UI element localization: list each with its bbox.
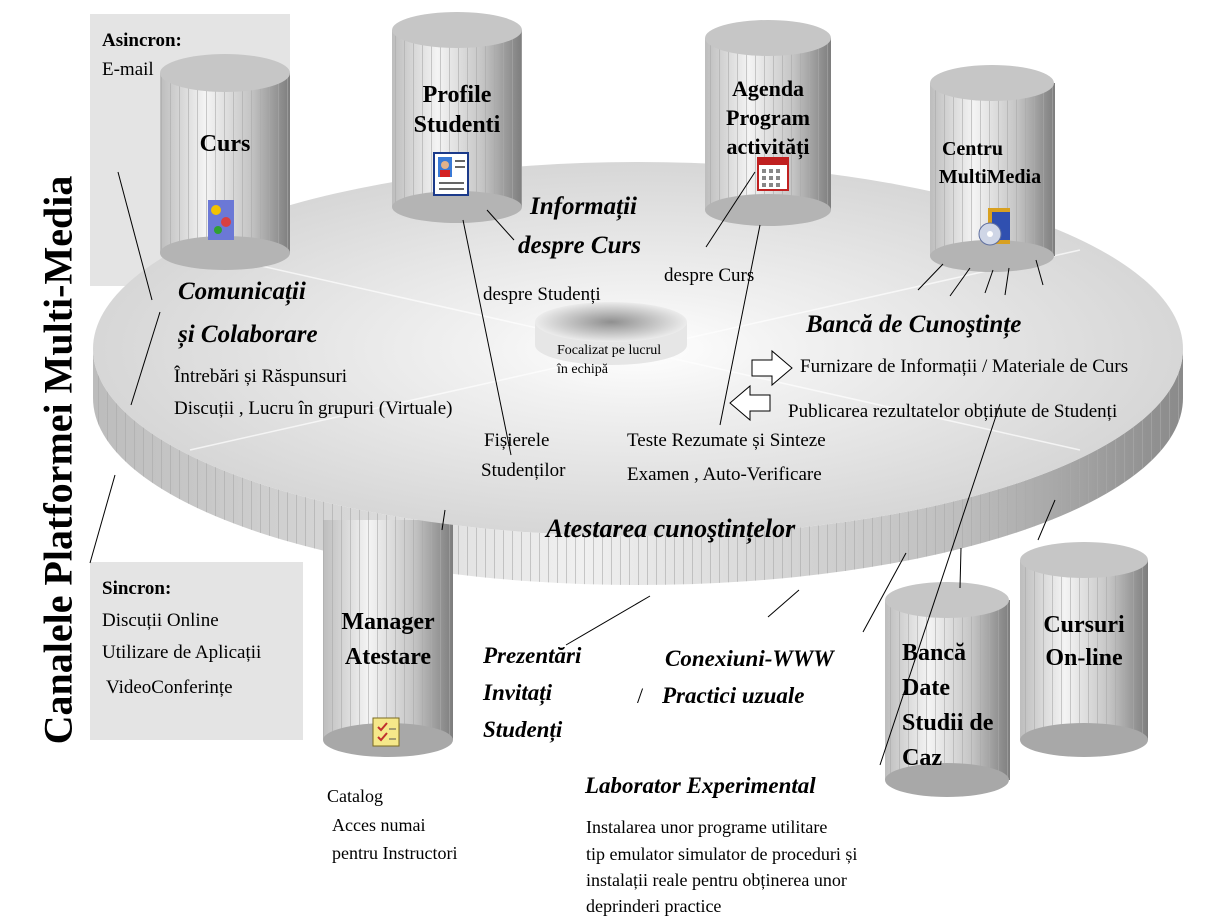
cylinder-centru-label: MultiMedia: [938, 166, 1042, 188]
prezentari-label: Invitați: [483, 680, 553, 705]
catalog-label: pentru Instructori: [332, 843, 458, 863]
cylinder-manager-label: Manager: [341, 609, 435, 635]
conexiuni-label: Practici uzuale: [662, 683, 805, 708]
arrow-right-icon: [751, 349, 793, 387]
fisiere-label: Studenților: [481, 460, 566, 481]
cylinder-curs-label: Curs: [199, 131, 251, 157]
cylinder-manager-label: Atestare: [344, 644, 432, 670]
cylinder-banca-date: [885, 582, 1010, 797]
slash-label: /: [637, 683, 644, 708]
cylinder-agenda-label: Agenda: [731, 76, 805, 101]
banca-item: Furnizare de Informații / Materiale de C…: [800, 356, 1129, 377]
curs-icon: [208, 200, 234, 240]
comunicatii-title: Comunicații: [178, 278, 306, 305]
multimedia-cd-icon: [978, 208, 1010, 246]
async-email: E-mail: [102, 59, 154, 80]
informatii-curs: despre Curs: [664, 265, 755, 286]
cylinder-profile: [392, 12, 522, 223]
laborator-line: deprinderi practice: [586, 896, 722, 916]
laborator-line: tip emulator simulator de proceduri și: [586, 844, 858, 864]
sync-item: Utilizare de Aplicații: [102, 642, 262, 663]
informatii-studenti: despre Studenți: [483, 284, 601, 305]
fisiere-label: Fișierele: [484, 430, 550, 451]
laborator-line: Instalarea unor programe utilitare: [586, 817, 828, 837]
catalog-label: Acces numai: [332, 815, 426, 835]
comunicatii-title: și Colaborare: [178, 321, 318, 348]
laborator-title: Laborator Experimental: [585, 773, 816, 798]
atestarea-title: Atestarea cunoştințelor: [546, 514, 796, 543]
banca-title: Bancă de Cunoştințe: [806, 311, 1022, 338]
cylinder-agenda-label: activități: [726, 134, 810, 159]
comunicatii-item: Discuții , Lucru în grupuri (Virtuale): [174, 398, 453, 419]
cylinder-agenda-label: Program: [726, 105, 810, 130]
cylinder-banca-date-label: Bancă: [902, 640, 967, 666]
cylinder-profile-label: Studenti: [413, 112, 501, 138]
prezentari-label: Studenți: [483, 717, 563, 742]
sync-box: [90, 562, 303, 740]
cylinder-cursuri-label: Cursuri: [1043, 612, 1125, 638]
sync-item: Discuții Online: [102, 610, 219, 631]
cylinder-banca-date-label: Studii de: [902, 710, 994, 736]
cylinder-cursuri-label: On-line: [1045, 645, 1123, 671]
center-disc-label: Focalizat pe lucrul: [557, 343, 662, 358]
cylinder-banca-date-label: Date: [902, 675, 950, 701]
sync-item: VideoConferințe: [106, 677, 233, 698]
conexiuni-label: Conexiuni-WWW: [665, 646, 834, 671]
prezentari-label: Prezentări: [483, 643, 582, 668]
checklist-icon: [372, 717, 400, 747]
cylinder-agenda: [705, 20, 831, 226]
cylinder-curs: [160, 54, 290, 270]
async-heading: Asincron:: [102, 30, 182, 51]
teste-label: Teste Rezumate și Sinteze: [627, 430, 826, 451]
catalog-label: Catalog: [327, 786, 383, 806]
banca-item: Publicarea rezultatelor obținute de Stud…: [788, 401, 1118, 422]
cylinder-profile-label: Profile: [422, 82, 492, 108]
teste-label: Examen , Auto-Verificare: [627, 464, 822, 485]
informatii-title: Informații: [530, 193, 637, 220]
arrow-left-icon: [729, 384, 771, 422]
comunicatii-item: Întrebări și Răspunsuri: [174, 366, 348, 387]
calendar-icon: [757, 157, 789, 191]
cylinder-cursuri: [1020, 542, 1148, 757]
student-profile-icon: [433, 152, 469, 196]
informatii-title: despre Curs: [518, 232, 641, 259]
sync-heading: Sincron:: [102, 578, 172, 599]
center-disc-label: în echipă: [557, 362, 608, 377]
side-title: Canalele Platformei Multi-Media: [35, 175, 81, 745]
laborator-line: instalații reale pentru obținerea unor: [586, 870, 847, 890]
cylinder-banca-date-label: Caz: [902, 745, 942, 771]
connector-lines: [89, 171, 1056, 766]
center-disc: [535, 302, 687, 365]
cylinder-centru-label: Centru: [941, 138, 1004, 160]
